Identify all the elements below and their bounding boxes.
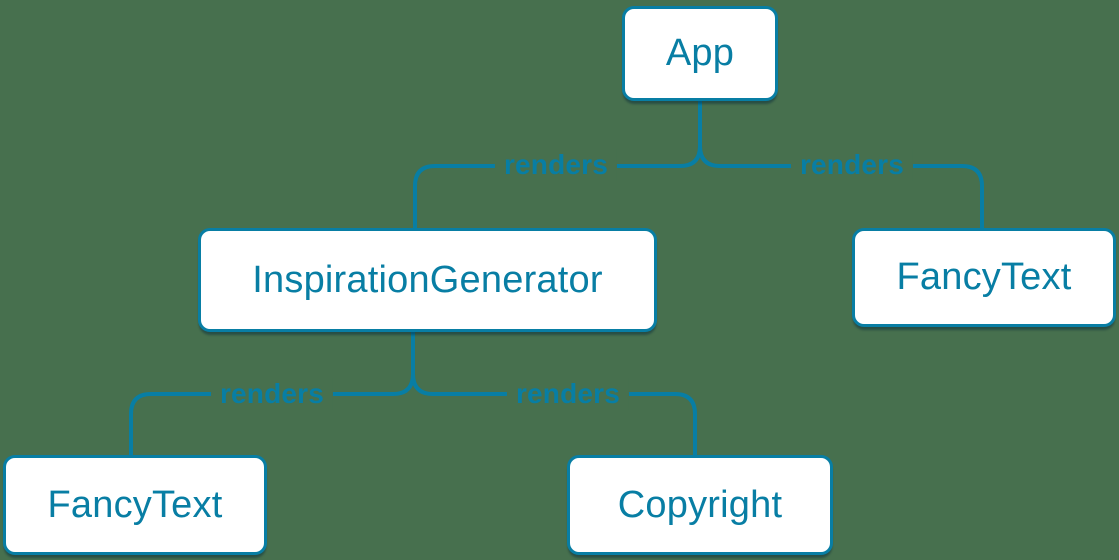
node-copyright-label: Copyright [617,483,783,526]
edge-label-renders: renders [494,149,618,181]
edge-label-renders: renders [790,149,914,181]
edge-label-renders: renders [210,378,334,410]
node-app-label: App [665,32,735,74]
node-copyright: Copyright [567,455,833,555]
node-fancy-text-left-label: FancyText [47,483,223,526]
node-fancy-text-left: FancyText [3,455,267,555]
node-fancy-text-right-label: FancyText [896,256,1072,298]
node-inspiration-generator: InspirationGenerator [198,228,657,332]
node-app: App [622,6,778,101]
node-inspiration-generator-label: InspirationGenerator [252,258,603,301]
node-fancy-text-right: FancyText [852,228,1116,327]
edge-label-renders: renders [506,378,630,410]
